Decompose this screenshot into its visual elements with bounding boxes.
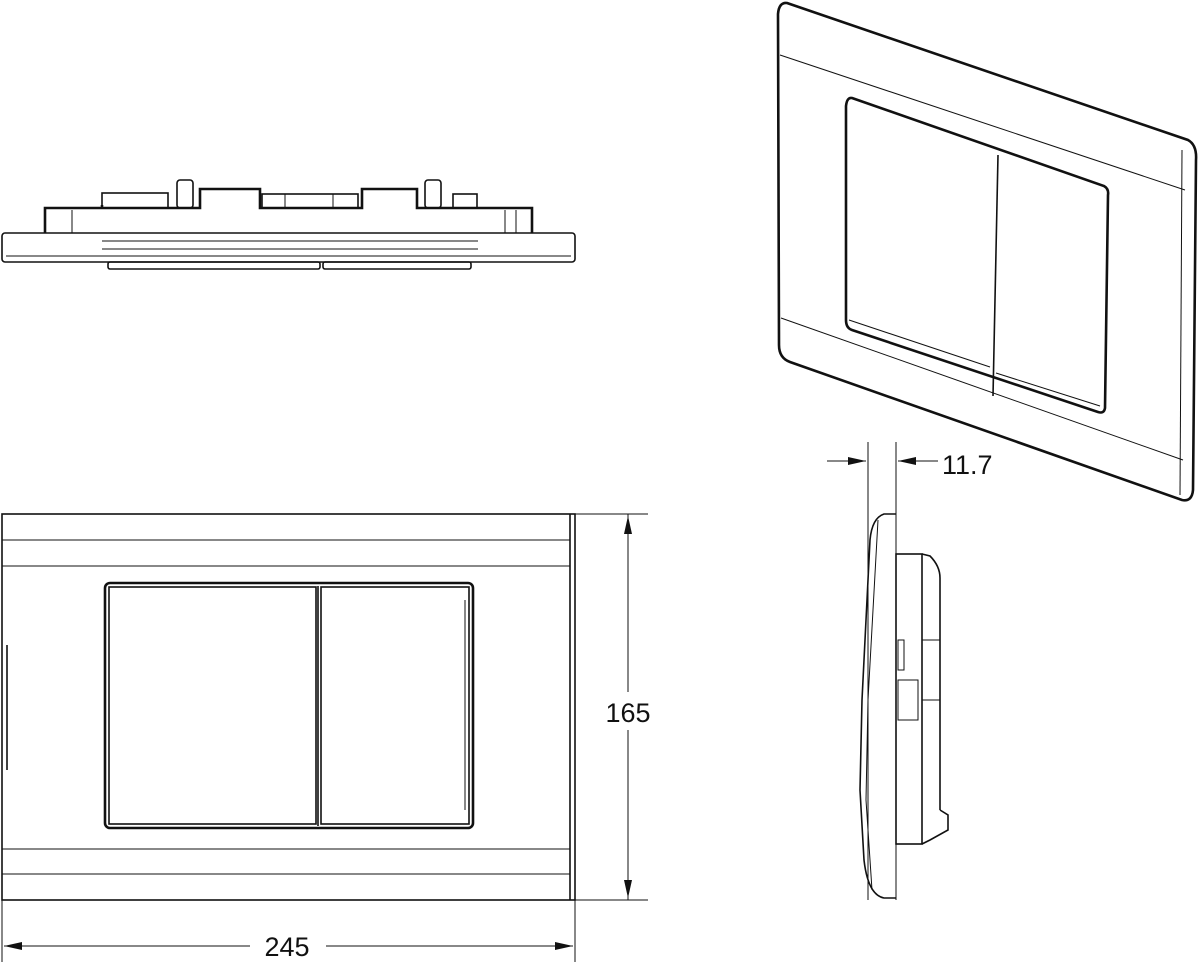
front-view [1, 513, 576, 901]
button-frame [103, 581, 475, 830]
side-view: 11.7 [827, 442, 993, 900]
perspective-view [776, 1, 1198, 502]
height-dimension: 165 [575, 513, 656, 901]
top-view [1, 179, 576, 270]
large-flush-button [108, 586, 317, 825]
height-dimension-label: 165 [605, 698, 650, 728]
small-flush-button [320, 586, 470, 825]
width-dimension: 245 [1, 900, 576, 964]
depth-dimension-label: 11.7 [942, 450, 993, 480]
width-dimension-label: 245 [264, 932, 309, 962]
